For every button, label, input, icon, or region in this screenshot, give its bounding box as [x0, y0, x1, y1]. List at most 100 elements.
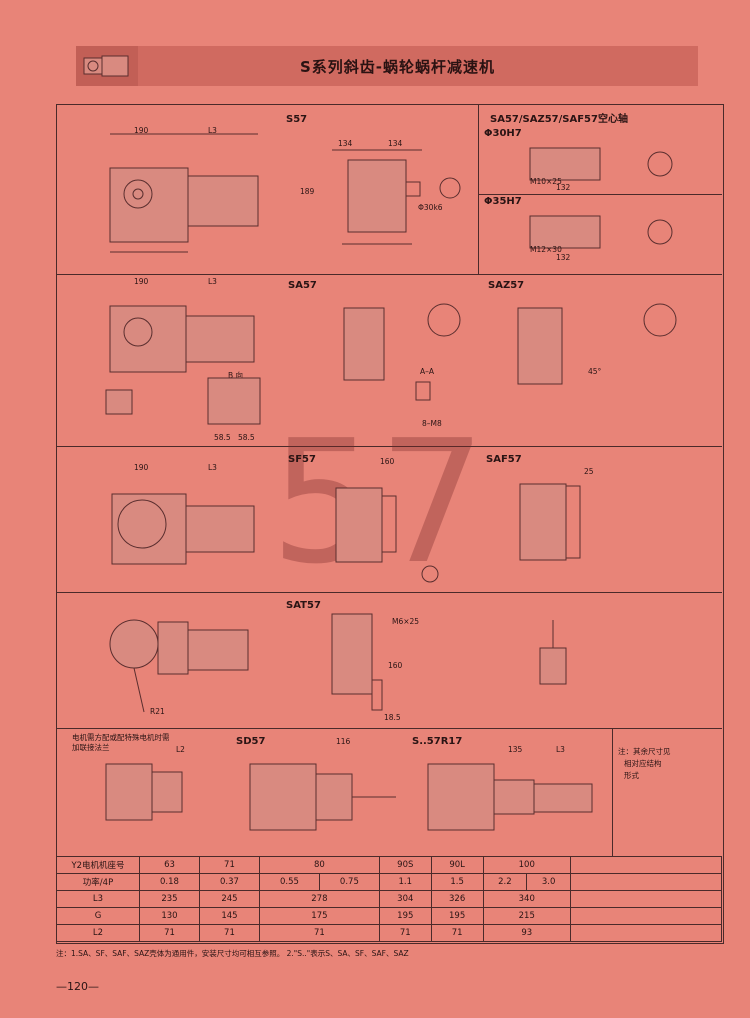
- table-cell-empty: [570, 873, 722, 891]
- s57-front-view: [332, 149, 461, 245]
- dim-s57r17-l3: L3: [556, 745, 565, 754]
- table-cell: 0.18: [139, 873, 200, 891]
- gear-reducer-logo: [76, 46, 138, 86]
- table-cell: 2.2: [482, 873, 528, 891]
- sf57-side-view: [111, 493, 255, 565]
- dim-motor-l2: L2: [176, 745, 185, 754]
- label-s57: S57: [286, 114, 308, 125]
- right-note-2: 相对应结构: [624, 759, 662, 768]
- sd57-drawing: [249, 763, 396, 831]
- right-note-3: 形式: [624, 771, 639, 780]
- table-cell: 1.5: [430, 873, 484, 891]
- table-row: Y2电机机座号 63 71 80 90S 90L 100: [56, 856, 722, 874]
- table-cell: 340: [482, 890, 572, 908]
- label-section-aa: A–A: [420, 367, 435, 376]
- dim-sa57-58-5b: 58.5: [238, 433, 255, 442]
- table-cell: 71: [198, 924, 260, 942]
- table-cell: 215: [482, 907, 572, 925]
- dim-hollow30-132: 132: [556, 183, 571, 192]
- table-cell: 71: [139, 924, 200, 942]
- dim-sf57-l3: L3: [208, 463, 217, 472]
- dim-hollow35-m12: M12×30: [530, 245, 562, 254]
- table-row: 功率/4P 0.18 0.37 0.55 0.75 1.1 1.5 2.2 3.…: [56, 873, 722, 891]
- dim-sa57-58-5a: 58.5: [214, 433, 231, 442]
- dim-sat57-18-5: 18.5: [384, 713, 401, 722]
- label-saf57: SAF57: [486, 454, 522, 465]
- divider-3: [56, 592, 722, 593]
- table-cell: 63: [139, 856, 200, 874]
- drawing-frame: [56, 104, 724, 944]
- s57r17-drawing: [427, 763, 593, 831]
- table-cell: 71: [198, 856, 260, 874]
- divider-hollow-h: [478, 194, 722, 195]
- dim-s57-134b: 134: [388, 139, 403, 148]
- divider-1: [56, 274, 722, 275]
- table-cell-empty: [570, 907, 722, 925]
- table-cell: 93: [482, 924, 572, 942]
- dim-hollow35-132: 132: [556, 253, 571, 262]
- table-row-label: L2: [56, 924, 140, 942]
- table-cell-empty: [570, 890, 722, 908]
- motor-flange-note-1: 电机需方配或配特殊电机时需: [72, 733, 170, 742]
- table-cell: 195: [430, 907, 484, 925]
- footer-note: 注：1.SA、SF、SAF、SAZ壳体为通用件，安装尺寸均可相互参照。 2."S…: [56, 949, 409, 958]
- label-hollow-shaft: SA57/SAZ57/SAF57空心轴: [490, 114, 628, 125]
- divider-note: [612, 728, 613, 856]
- saf57-front-view: [519, 483, 581, 561]
- table-cell-empty: [570, 856, 722, 874]
- sa57-front-view: [343, 303, 461, 401]
- table-row: G 130 145 175 195 195 215: [56, 907, 722, 925]
- dim-s57-190: 190: [134, 126, 149, 135]
- table-cell: 0.55: [258, 873, 320, 891]
- label-sd57: SD57: [236, 736, 266, 747]
- label-sf57: SF57: [288, 454, 316, 465]
- sf57-front-view: [335, 487, 439, 583]
- label-phi35: Φ35H7: [484, 196, 522, 207]
- spec-table: Y2电机机座号 63 71 80 90S 90L 100 功率/4P 0.18 …: [56, 856, 722, 942]
- table-cell: 326: [430, 890, 484, 908]
- dim-sa57-l3: L3: [208, 277, 217, 286]
- table-row-label: G: [56, 907, 140, 925]
- table-row-label: Y2电机机座号: [56, 856, 140, 874]
- table-row-label: L3: [56, 890, 140, 908]
- dim-sa57-190: 190: [134, 277, 149, 286]
- table-cell: 245: [198, 890, 260, 908]
- label-phi30: Φ30H7: [484, 128, 522, 139]
- divider-2: [56, 446, 722, 447]
- hollow30-drawing: [529, 147, 673, 181]
- label-b-view: B 向: [228, 371, 244, 380]
- sa57-side-view: [105, 305, 261, 425]
- table-cell: 175: [258, 907, 380, 925]
- label-s57r17: S..57R17: [412, 736, 463, 747]
- dim-s57r17-135: 135: [508, 745, 523, 754]
- dim-sa57-8m8: 8–M8: [422, 419, 442, 428]
- table-cell: 71: [258, 924, 380, 942]
- table-cell: 195: [378, 907, 432, 925]
- gear-reducer-icon: [83, 55, 129, 77]
- dim-saf57-25: 25: [584, 467, 594, 476]
- saz57-front-view: [517, 303, 677, 385]
- sat57-side-view: [109, 619, 249, 713]
- label-sat57: SAT57: [286, 600, 321, 611]
- table-cell: 71: [378, 924, 432, 942]
- table-cell: 304: [378, 890, 432, 908]
- dim-s57-189: 189: [300, 187, 315, 196]
- divider-4: [56, 728, 722, 729]
- table-cell: 145: [198, 907, 260, 925]
- dim-s57-134a: 134: [338, 139, 353, 148]
- dim-s57-l3: L3: [208, 126, 217, 135]
- page-number: —120—: [56, 980, 99, 993]
- table-cell: 235: [139, 890, 200, 908]
- table-cell: 0.37: [198, 873, 260, 891]
- table-row: L2 71 71 71 71 71 93: [56, 924, 722, 942]
- motor-flange-drawing: [105, 763, 183, 821]
- right-note-1: 注：其余尺寸见: [618, 747, 671, 756]
- table-cell: 278: [258, 890, 380, 908]
- sat57-torque-arm-detail: [539, 620, 567, 685]
- table-row-label: 功率/4P: [56, 873, 140, 891]
- table-row: L3 235 245 278 304 326 340: [56, 890, 722, 908]
- divider-hollow: [478, 104, 479, 274]
- table-cell: 0.75: [318, 873, 380, 891]
- header-banner: [76, 46, 698, 86]
- table-cell: 71: [430, 924, 484, 942]
